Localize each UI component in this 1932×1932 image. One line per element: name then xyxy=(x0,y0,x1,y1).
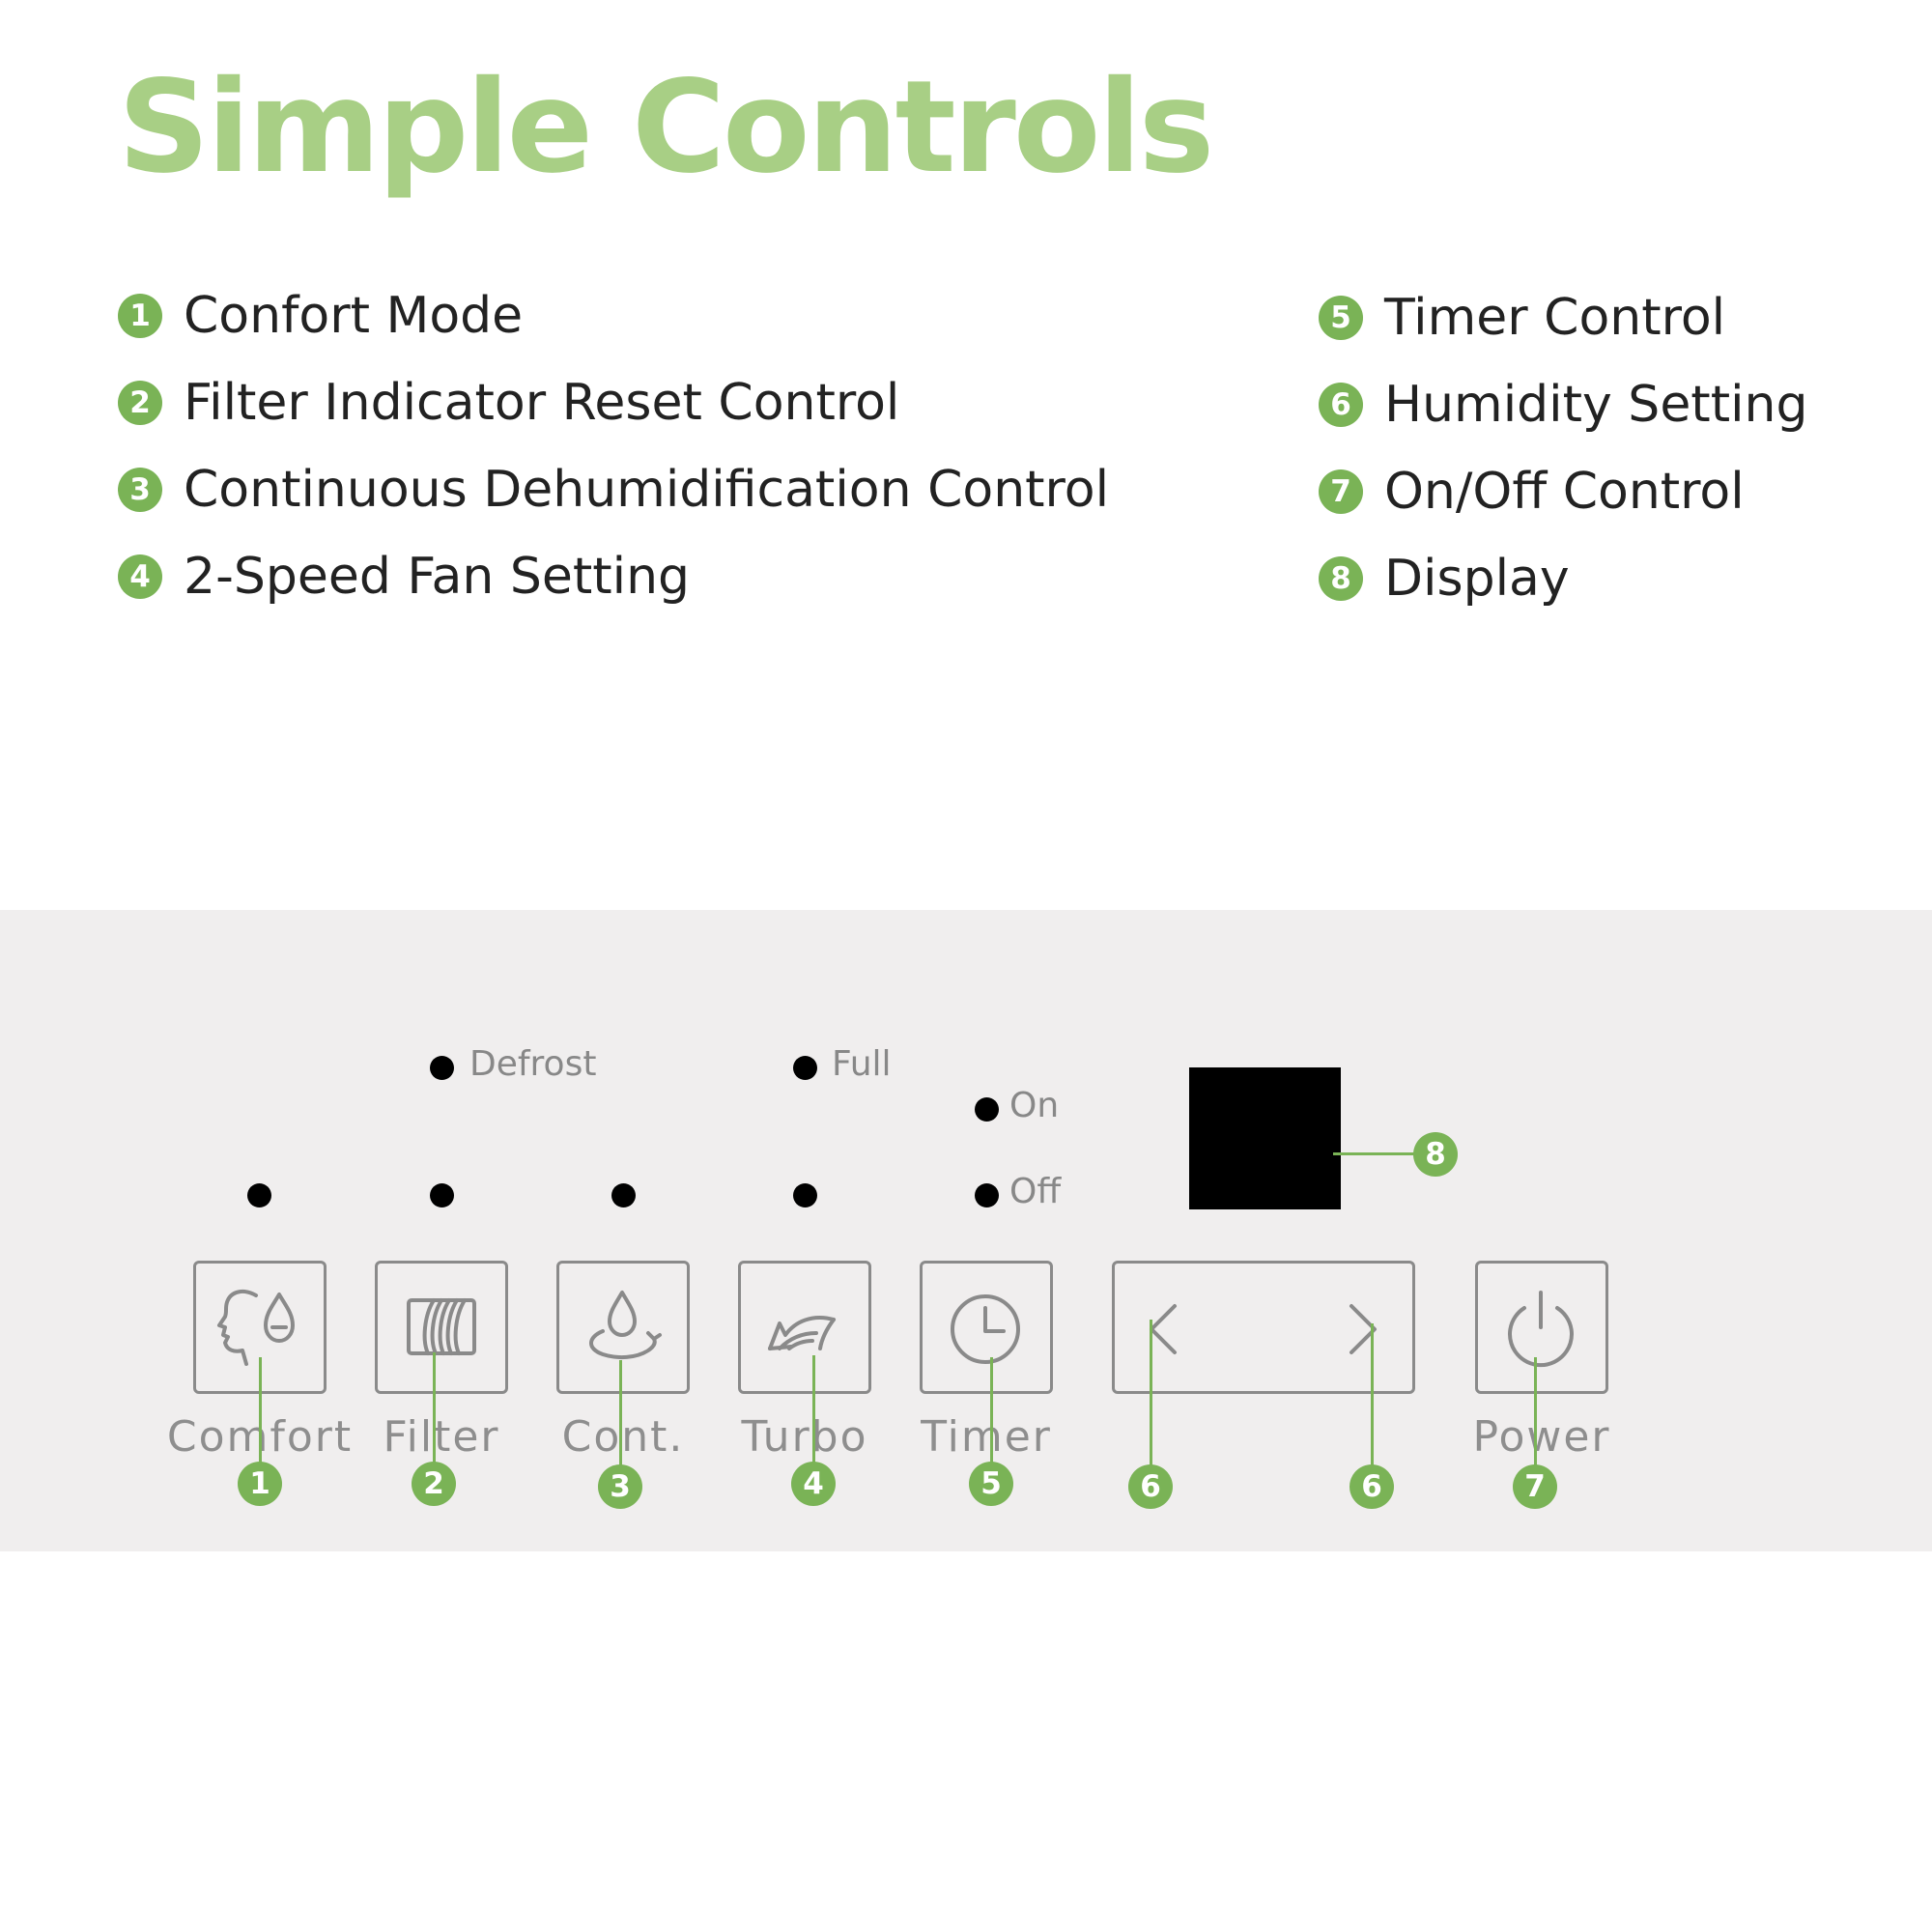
callout-badge-1: 1 xyxy=(238,1462,282,1506)
legend-label: Confort Mode xyxy=(184,287,524,345)
full-indicator-dot xyxy=(793,1056,817,1080)
humidity-setting-button[interactable] xyxy=(1112,1261,1415,1394)
callout-badge-6-left: 6 xyxy=(1128,1464,1173,1509)
callout-line-6b xyxy=(1371,1323,1374,1468)
comfort-status-dot xyxy=(247,1183,271,1208)
legend-item-5: 5 Timer Control xyxy=(1319,274,1808,361)
filter-button-label: Filter xyxy=(383,1412,500,1462)
callout-line-8 xyxy=(1333,1152,1435,1155)
callout-badge-8: 8 xyxy=(1413,1132,1458,1177)
callout-line-1 xyxy=(259,1357,262,1468)
legend-label: Humidity Setting xyxy=(1384,376,1808,434)
legend-item-8: 8 Display xyxy=(1319,535,1808,622)
turbo-fan-icon xyxy=(768,1316,836,1350)
display-screen xyxy=(1189,1067,1341,1209)
cont-button[interactable] xyxy=(556,1261,690,1394)
legend-label: Display xyxy=(1384,550,1570,608)
callout-badge-3: 3 xyxy=(598,1464,642,1509)
turbo-button[interactable] xyxy=(738,1261,871,1394)
callout-badge-4: 4 xyxy=(791,1462,836,1506)
humidity-arrows xyxy=(1150,1304,1377,1354)
legend-item-1: 1 Confort Mode xyxy=(118,272,1109,359)
callout-badge-6-right: 6 xyxy=(1350,1464,1394,1509)
legend-item-3: 3 Continuous Dehumidification Control xyxy=(118,446,1109,533)
legend-item-2: 2 Filter Indicator Reset Control xyxy=(118,359,1109,446)
callout-line-6a xyxy=(1150,1320,1152,1468)
chevron-left-icon xyxy=(1150,1304,1177,1354)
cont-button-label: Cont. xyxy=(561,1412,685,1462)
legend-label: On/Off Control xyxy=(1384,463,1745,521)
callout-line-7 xyxy=(1534,1357,1537,1468)
timer-off-indicator-dot xyxy=(975,1183,999,1208)
legend-badge: 8 xyxy=(1319,556,1363,601)
legend-item-6: 6 Humidity Setting xyxy=(1319,361,1808,448)
defrost-indicator-label: Defrost xyxy=(469,1044,597,1084)
power-button-label: Power xyxy=(1472,1412,1611,1462)
legend-label: Timer Control xyxy=(1384,289,1726,347)
filter-button[interactable] xyxy=(375,1261,508,1394)
turbo-status-dot xyxy=(793,1183,817,1208)
legend-label: Filter Indicator Reset Control xyxy=(184,374,900,432)
legend-badge: 1 xyxy=(118,294,162,338)
comfort-button-label: Comfort xyxy=(166,1412,354,1462)
timer-on-indicator-dot xyxy=(975,1097,999,1122)
legend-badge: 7 xyxy=(1319,469,1363,514)
turbo-button-label: Turbo xyxy=(741,1412,868,1462)
chevron-right-icon xyxy=(1350,1304,1377,1354)
legend-badge: 6 xyxy=(1319,383,1363,427)
legend-label: Continuous Dehumidification Control xyxy=(184,461,1110,519)
filter-status-dot xyxy=(430,1183,454,1208)
legend-label: 2-Speed Fan Setting xyxy=(184,548,691,606)
legend-badge: 2 xyxy=(118,381,162,425)
page-title: Simple Controls xyxy=(118,53,1214,202)
filter-icon xyxy=(407,1298,476,1355)
timer-on-indicator-label: On xyxy=(1009,1086,1060,1125)
defrost-indicator-dot xyxy=(430,1056,454,1080)
legend-left: 1 Confort Mode 2 Filter Indicator Reset … xyxy=(118,272,1109,620)
legend-badge: 3 xyxy=(118,468,162,512)
legend-badge: 4 xyxy=(118,554,162,599)
callout-line-2 xyxy=(433,1352,436,1468)
callout-line-4 xyxy=(812,1355,815,1468)
timer-button-label: Timer xyxy=(921,1412,1052,1462)
continuous-drop-icon xyxy=(589,1291,662,1360)
power-icon xyxy=(1508,1291,1574,1368)
control-panel xyxy=(0,910,1932,1551)
legend-item-7: 7 On/Off Control xyxy=(1319,448,1808,535)
callout-badge-2: 2 xyxy=(412,1462,456,1506)
legend-item-4: 4 2-Speed Fan Setting xyxy=(118,533,1109,620)
power-button[interactable] xyxy=(1475,1261,1608,1394)
comfort-face-drop-icon xyxy=(217,1289,295,1366)
callout-badge-7: 7 xyxy=(1513,1464,1557,1509)
clock-icon xyxy=(951,1294,1020,1364)
callout-line-3 xyxy=(619,1360,622,1468)
timer-button[interactable] xyxy=(920,1261,1053,1394)
timer-off-indicator-label: Off xyxy=(1009,1172,1062,1211)
cont-status-dot xyxy=(611,1183,636,1208)
full-indicator-label: Full xyxy=(832,1044,892,1084)
legend-right: 5 Timer Control 6 Humidity Setting 7 On/… xyxy=(1319,274,1808,622)
legend-badge: 5 xyxy=(1319,296,1363,340)
callout-line-5 xyxy=(990,1357,993,1468)
callout-badge-5: 5 xyxy=(969,1462,1013,1506)
